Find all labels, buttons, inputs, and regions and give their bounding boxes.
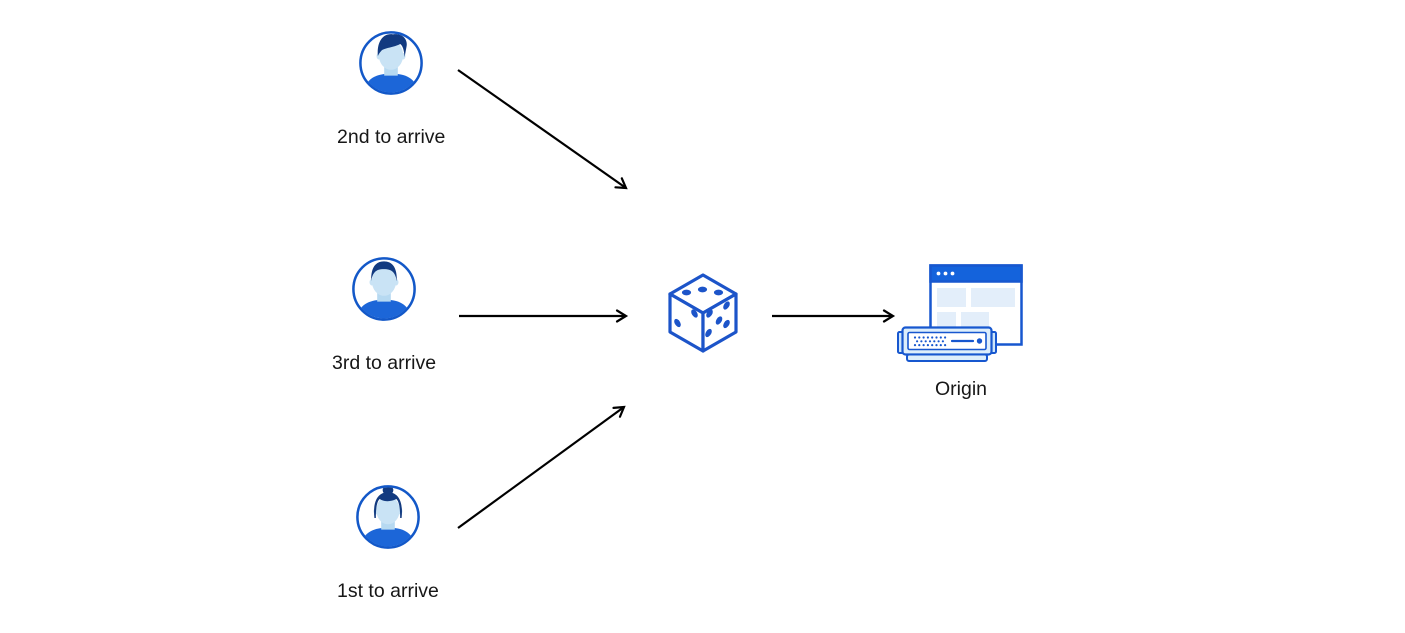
avatar-person-short-hair-icon	[352, 257, 416, 321]
node-label-2nd: 2nd to arrive	[337, 126, 446, 148]
avatar-person-swept-hair-icon	[359, 31, 424, 95]
node-client-2nd: 2nd to arrive	[337, 29, 445, 149]
edge-1st-to-dice	[457, 405, 626, 529]
origin-server-browser-icon	[897, 264, 1023, 362]
node-label-origin: Origin	[934, 378, 988, 400]
node-label-1st: 1st to arrive	[337, 580, 439, 602]
avatar-person-bun-hair-icon	[356, 485, 420, 549]
edge-2nd-to-dice	[457, 69, 628, 190]
node-dice	[665, 272, 741, 354]
node-client-3rd: 3rd to arrive	[332, 255, 436, 375]
node-label-3rd: 3rd to arrive	[332, 352, 437, 374]
node-client-1st: 1st to arrive	[337, 483, 439, 603]
node-origin: Origin	[896, 262, 1026, 401]
dice-icon	[668, 273, 738, 353]
